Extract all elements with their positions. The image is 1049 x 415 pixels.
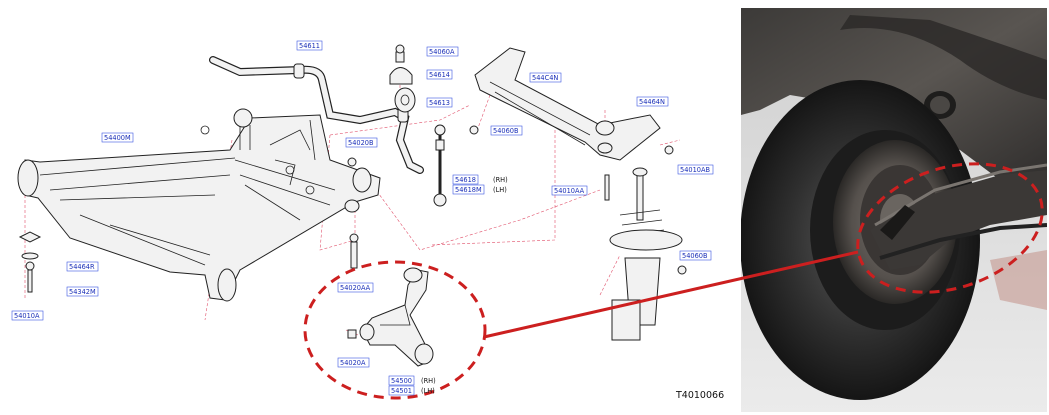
svg-text:544C4N: 544C4N xyxy=(532,74,558,82)
svg-text:54010AA: 54010AA xyxy=(554,187,585,195)
part-label-front-crossmember: 54400M xyxy=(101,132,134,143)
lower-control-arm xyxy=(359,267,434,367)
svg-text:54010AB: 54010AB xyxy=(680,166,710,174)
exploded-parts-diagram: 54611 54060A 54614 54613 544C4N 54464N 5… xyxy=(11,40,724,401)
part-label-link-rh: 54618 xyxy=(452,174,479,185)
svg-text:54342M: 54342M xyxy=(69,288,96,296)
svg-text:54614: 54614 xyxy=(429,71,450,79)
svg-text:54611: 54611 xyxy=(299,42,320,50)
diagram-reference-code: T4010066 xyxy=(675,390,724,401)
left-mount-parts xyxy=(18,157,359,339)
side-mark-arm-lh: (LH) xyxy=(421,387,435,395)
part-label-stay-bolt-rh: 54010AB xyxy=(677,164,714,175)
side-mark-lh: (LH) xyxy=(493,186,507,194)
lower-arm-highlight-ellipse xyxy=(303,260,487,400)
svg-text:54020AA: 54020AA xyxy=(340,284,371,292)
part-label-insulator-left: 54464R xyxy=(66,261,99,272)
part-label-bushing-bolt-upper: 54020B xyxy=(345,137,378,148)
svg-text:54400M: 54400M xyxy=(104,134,131,142)
part-label-bolt-left: 54342M xyxy=(66,286,99,297)
svg-text:54060B: 54060B xyxy=(493,127,519,135)
svg-text:54618: 54618 xyxy=(455,176,476,184)
svg-text:54464R: 54464R xyxy=(69,263,95,271)
part-label-lower-arm-rh: 54500 xyxy=(388,375,415,386)
part-label-stay-nut: 54060B xyxy=(490,125,523,136)
svg-text:54618M: 54618M xyxy=(455,186,482,194)
part-label-lower-arm-lh: 54501 xyxy=(388,385,415,396)
svg-text:54613: 54613 xyxy=(429,99,450,107)
strut-assembly xyxy=(609,167,687,341)
svg-text:54060B: 54060B xyxy=(682,252,708,260)
svg-text:54500: 54500 xyxy=(391,377,412,385)
connector-line xyxy=(483,250,859,339)
part-label-stab-bushing: 54613 xyxy=(426,97,453,108)
part-label-stay-bolt-lh: 54010AA xyxy=(551,185,588,196)
stabilizer-clamp-assembly xyxy=(389,44,416,113)
svg-text:54020A: 54020A xyxy=(340,359,366,367)
photo-highlight-ellipse xyxy=(856,162,1044,294)
vehicle-underside-photo xyxy=(741,8,1047,412)
part-label-arm-bushing-bolt: 54020A xyxy=(337,357,370,368)
stabilizer-link xyxy=(433,124,479,207)
svg-text:54464N: 54464N xyxy=(639,98,665,106)
part-label-member-stay: 544C4N xyxy=(529,72,562,83)
member-stay xyxy=(474,47,674,201)
svg-text:54020B: 54020B xyxy=(348,139,374,147)
stabilizer-bar xyxy=(209,56,424,174)
part-label-stabilizer-bar: 54611 xyxy=(296,40,323,51)
front-crossmember xyxy=(17,108,381,302)
part-label-stab-clamp: 54614 xyxy=(426,69,453,80)
part-label-strut-nut: 54060B xyxy=(679,250,712,261)
part-label-bolt-bottom-left: 54010A xyxy=(11,310,44,321)
svg-text:54501: 54501 xyxy=(391,387,412,395)
part-label-stab-bolt: 54060A xyxy=(426,46,459,57)
side-mark-arm-rh: (RH) xyxy=(421,377,436,385)
part-label-arm-bolt: 54020AA xyxy=(337,282,374,293)
svg-text:54060A: 54060A xyxy=(429,48,455,56)
side-marks: (RH) (LH) (RH) (LH) xyxy=(421,176,508,395)
part-label-stay-insulator: 54464N xyxy=(636,96,669,107)
part-number-labels: 54611 54060A 54614 54613 544C4N 54464N 5… xyxy=(11,40,714,396)
part-label-link-lh: 54618M xyxy=(452,184,485,195)
svg-text:54010A: 54010A xyxy=(14,312,40,320)
side-mark-rh: (RH) xyxy=(493,176,508,184)
